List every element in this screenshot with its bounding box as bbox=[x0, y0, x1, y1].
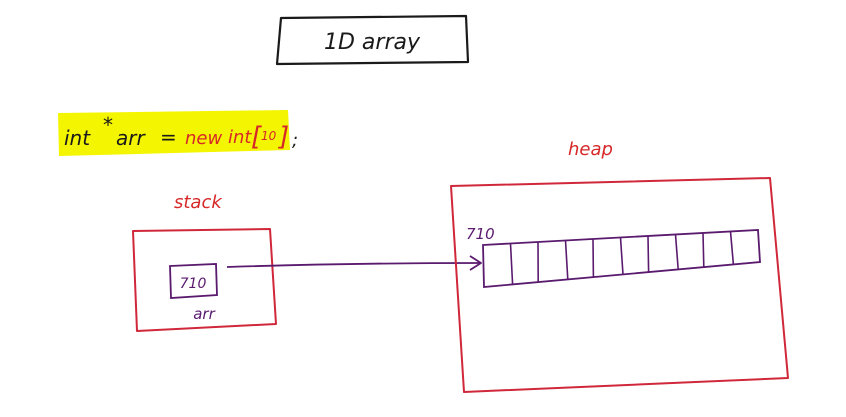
heap-box bbox=[450, 177, 789, 393]
code-highlight bbox=[58, 110, 290, 156]
code-size-value: 10 bbox=[261, 129, 277, 143]
stack-variable-label: arr bbox=[193, 305, 215, 323]
code-pointer-star: * bbox=[103, 113, 113, 137]
title-box bbox=[275, 14, 470, 66]
heap-array-cell-divider bbox=[702, 232, 705, 268]
code-var-name: arr bbox=[116, 126, 146, 150]
code-size-open: [ bbox=[251, 122, 262, 152]
stack-label: stack bbox=[174, 192, 223, 213]
code-semicolon: ; bbox=[292, 130, 298, 151]
heap-array-outline bbox=[482, 229, 761, 288]
stack-box bbox=[132, 228, 277, 332]
title-text: 1D array bbox=[324, 30, 421, 55]
code-new-keyword: new bbox=[185, 128, 222, 149]
heap-array bbox=[482, 229, 761, 288]
heap-address-label: 710 bbox=[466, 225, 495, 243]
stack-frame: stack 710 arr bbox=[132, 192, 277, 332]
pointer-arrow-line bbox=[226, 262, 481, 268]
heap-array-cell-divider bbox=[564, 240, 569, 280]
code-size-close: ] bbox=[278, 122, 289, 152]
heap-array-cell-divider bbox=[509, 243, 514, 285]
heap-array-cell-divider bbox=[674, 234, 679, 270]
pointer-arrow bbox=[226, 255, 482, 271]
heap-array-cell-divider bbox=[647, 235, 650, 273]
code-line: int * arr = new int [ 10 ] ; bbox=[58, 110, 298, 156]
heap-array-cell-divider bbox=[729, 231, 735, 265]
title-group: 1D array bbox=[275, 14, 470, 66]
code-type-keyword: int bbox=[64, 126, 91, 150]
pointer-arrow-head bbox=[469, 255, 482, 271]
stack-address-value: 710 bbox=[180, 276, 207, 292]
code-alloc-type: int bbox=[228, 127, 252, 148]
code-equals: = bbox=[160, 125, 177, 149]
heap-frame: heap 710 bbox=[450, 139, 789, 393]
heap-array-cell-divider bbox=[619, 237, 624, 275]
heap-label: heap bbox=[568, 139, 613, 160]
stack-variable-cell bbox=[169, 263, 218, 299]
